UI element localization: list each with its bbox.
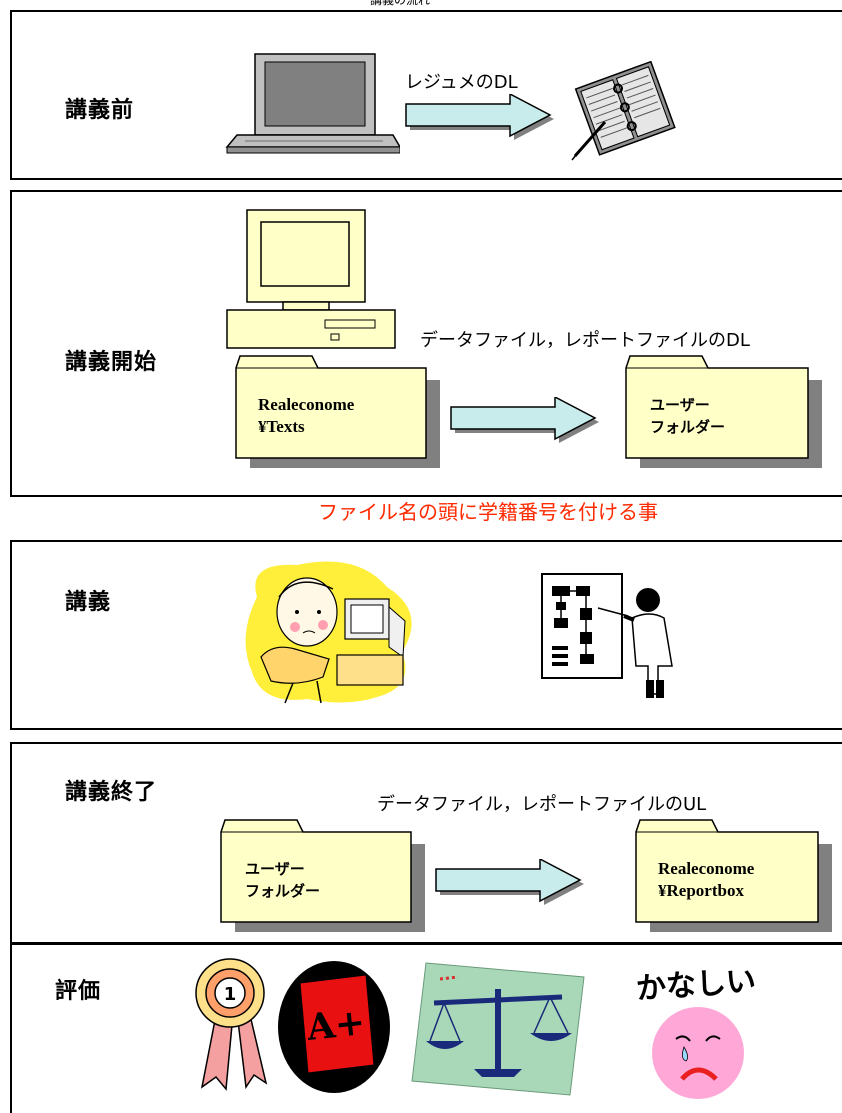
folder-realeconome-reportbox: Realeconome ¥Reportbox bbox=[634, 818, 834, 933]
panel-lecture-start: 講義開始 データファイル，レポートファイルのDL Realeconome ¥Te… bbox=[10, 190, 842, 524]
teacher-flowchart-icon bbox=[541, 573, 673, 698]
panel-lecture: 講義 bbox=[10, 540, 842, 730]
source-folder-label: Realeconome ¥Texts bbox=[258, 394, 354, 438]
source-folder-line2: ¥Texts bbox=[258, 417, 305, 436]
folder-icon bbox=[635, 819, 832, 932]
arrow-data-upload bbox=[435, 859, 584, 905]
a-plus-grade-icon: A+ bbox=[278, 961, 390, 1093]
heading-lecture-end: 講義終了 bbox=[65, 780, 158, 805]
arrow-data-download bbox=[450, 397, 599, 443]
dest-folder-line1: ユーザー bbox=[650, 396, 710, 414]
sad-text: かなしい bbox=[635, 964, 757, 1007]
arrow-resume bbox=[405, 94, 554, 140]
folder-icon bbox=[220, 819, 425, 932]
notebook-icon bbox=[571, 60, 676, 161]
source-folder-line1: Realeconome bbox=[258, 395, 355, 414]
panel-evaluation: 評価 1 A+ かなしい bbox=[10, 943, 842, 1113]
award-number: 1 bbox=[224, 984, 237, 1005]
sad-face-icon: かなしい bbox=[635, 964, 757, 1099]
grade-text: A+ bbox=[304, 1001, 367, 1049]
laptop-icon bbox=[225, 53, 400, 154]
top-clipped-label: 講義の流れ bbox=[370, 0, 431, 7]
heading-evaluation: 評価 bbox=[55, 979, 102, 1004]
student-at-computer-icon bbox=[245, 561, 412, 704]
end-dest-folder-label: Realeconome ¥Reportbox bbox=[658, 858, 754, 902]
folder-icon bbox=[235, 355, 440, 468]
desktop-computer-icon bbox=[226, 209, 396, 349]
panel-before-lecture: 講義前 レジュメのDL bbox=[10, 10, 842, 180]
heading-lecture: 講義 bbox=[65, 590, 112, 615]
folder-user: ユーザー フォルダー bbox=[219, 818, 427, 933]
end-dest-folder-line1: Realeconome bbox=[658, 859, 755, 878]
end-source-folder-line1: ユーザー bbox=[245, 860, 305, 878]
dest-folder-line2: フォルダー bbox=[650, 418, 726, 436]
folder-user: ユーザー フォルダー bbox=[624, 354, 824, 469]
end-source-folder-line2: フォルダー bbox=[245, 882, 321, 900]
caption-data-upload: データファイル，レポートファイルのUL bbox=[377, 794, 707, 815]
panel-lecture-end: 講義終了 データファイル，レポートファイルのUL ユーザー フォルダー Real… bbox=[10, 742, 842, 944]
heading-lecture-start: 講義開始 bbox=[65, 350, 158, 375]
folder-icon bbox=[625, 355, 822, 468]
caption-resume-download: レジュメのDL bbox=[405, 72, 518, 93]
award-ribbon-icon: 1 bbox=[195, 958, 268, 1091]
warning-student-id: ファイル名の頭に学籍番号を付ける事 bbox=[318, 500, 658, 524]
balance-scale-icon bbox=[411, 962, 585, 1096]
caption-data-download: データファイル，レポートファイルのDL bbox=[420, 330, 750, 351]
end-source-folder-label: ユーザー フォルダー bbox=[245, 858, 320, 902]
folder-realeconome-texts: Realeconome ¥Texts bbox=[234, 354, 442, 469]
dest-folder-label: ユーザー フォルダー bbox=[650, 394, 725, 438]
end-dest-folder-line2: ¥Reportbox bbox=[658, 881, 744, 900]
heading-before-lecture: 講義前 bbox=[65, 98, 135, 123]
